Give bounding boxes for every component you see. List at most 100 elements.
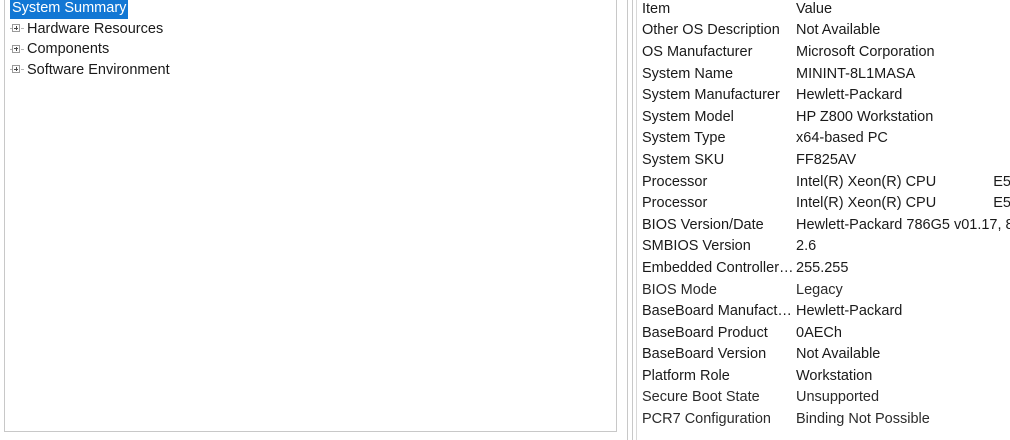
- cell-value-main: Not Available: [796, 346, 881, 363]
- cell-value: Not Available: [795, 22, 1010, 38]
- table-row[interactable]: System Name MININT-8L1MASA: [637, 63, 1010, 85]
- cell-value: 0AECh: [795, 325, 1010, 341]
- cell-value: Legacy: [795, 282, 1010, 298]
- table-row[interactable]: Embedded Controller V...255.255: [637, 257, 1010, 279]
- cell-item: Embedded Controller V...: [642, 259, 795, 276]
- cell-item: System SKU: [642, 151, 725, 168]
- cell-item: OS Manufacturer: [642, 43, 753, 60]
- cell-item: System Manufacturer: [642, 87, 780, 104]
- cell-item: BaseBoard Version: [642, 346, 767, 363]
- table-row[interactable]: SMBIOS Version 2.6: [637, 236, 1010, 258]
- cell-value: 255.255: [795, 260, 1010, 276]
- tree-item-label: Components: [27, 41, 110, 57]
- cell-value: Hewlett-Packard: [795, 87, 1010, 103]
- table-row[interactable]: BIOS Version/Date Hewlett-Packard 786G5 v…: [637, 214, 1010, 236]
- expand-plus-icon[interactable]: [10, 60, 27, 81]
- tree-item-label: Hardware Resources: [27, 20, 164, 37]
- cell-item: BIOS Version/Date: [642, 216, 764, 233]
- table-row[interactable]: Platform Role Workstation: [637, 365, 1010, 387]
- cell-value-tail: E5506: [993, 173, 1010, 190]
- cell-value-main: Intel(R) Xeon(R) CPU: [796, 195, 937, 212]
- cell-value-main: Workstation: [796, 367, 873, 384]
- tree-item-software-environment[interactable]: Software Environment: [5, 60, 616, 81]
- table-header-row: Item Value: [637, 0, 1010, 20]
- cell-value-main: HP Z800 Workstation: [796, 108, 934, 125]
- cell-value-main: 2.6: [796, 238, 817, 255]
- cell-item: System Name: [642, 65, 734, 82]
- cell-item: BaseBoard Product: [642, 324, 768, 341]
- pane-divider-left: [627, 0, 628, 440]
- cell-value: Hewlett-Packard 786G5 v01.17, 8/: [795, 217, 1010, 233]
- cell-value-main: 0AECh: [796, 324, 842, 341]
- cell-value-tail: E5506: [993, 195, 1010, 212]
- tree-item-system-summary[interactable]: System Summary: [5, 0, 616, 19]
- cell-value: x64-based PC: [795, 130, 1010, 146]
- cell-value-main: MININT-8L1MASA: [796, 65, 916, 82]
- cell-value: MININT-8L1MASA: [795, 66, 1010, 82]
- pane-divider-right: [636, 0, 637, 440]
- tree-item-label: System Summary: [10, 0, 129, 19]
- cell-value: Not Available: [795, 346, 1010, 362]
- table-row[interactable]: Other OS Description Not Available: [637, 20, 1010, 42]
- cell-value-main: Intel(R) Xeon(R) CPU: [796, 173, 937, 190]
- cell-value-main: Unsupported: [796, 389, 880, 406]
- cell-item: SMBIOS Version: [642, 238, 751, 255]
- cell-value-main: Microsoft Corporation: [796, 43, 935, 60]
- tree-item-components[interactable]: Components: [5, 39, 616, 60]
- cell-item: PCR7 Configuration: [642, 411, 771, 428]
- table-row[interactable]: OS Manufacturer Microsoft Corporation: [637, 41, 1010, 63]
- table-row[interactable]: System SKU FF825AV: [637, 149, 1010, 171]
- cell-item: Platform Role: [642, 367, 730, 384]
- table-row[interactable]: Processor Intel(R) Xeon(R) CPU E5506: [637, 192, 1010, 214]
- cell-value-main: 255.255: [796, 259, 849, 276]
- table-row[interactable]: BIOS Mode Legacy: [637, 279, 1010, 301]
- cell-item: Processor: [642, 195, 708, 212]
- cell-value-main: Legacy: [796, 281, 843, 298]
- cell-value-main: Hewlett-Packard 786G5 v01.17, 8/: [796, 216, 1010, 233]
- column-header-item[interactable]: Item: [642, 0, 671, 17]
- expand-plus-icon[interactable]: [10, 19, 27, 40]
- table-row[interactable]: BaseBoard Product 0AECh: [637, 322, 1010, 344]
- table-row[interactable]: System Type x64-based PC: [637, 128, 1010, 150]
- cell-value-main: x64-based PC: [796, 130, 888, 147]
- cell-value: Intel(R) Xeon(R) CPU E5506: [795, 195, 1010, 211]
- cell-value: HP Z800 Workstation: [795, 109, 1010, 125]
- cell-item: Other OS Description: [642, 22, 780, 39]
- cell-value: Intel(R) Xeon(R) CPU E5506: [795, 174, 1010, 190]
- expand-plus-icon[interactable]: [10, 39, 27, 60]
- cell-value: Binding Not Possible: [795, 411, 1010, 427]
- cell-value: Workstation: [795, 368, 1010, 384]
- cell-value: 2.6: [795, 238, 1010, 254]
- cell-value-main: Hewlett-Packard: [796, 87, 903, 104]
- cell-value: Hewlett-Packard: [795, 303, 1010, 319]
- column-header-value[interactable]: Value: [796, 0, 833, 17]
- cell-value: Microsoft Corporation: [795, 44, 1010, 60]
- cell-value-main: Binding Not Possible: [796, 411, 930, 428]
- table-row[interactable]: Processor Intel(R) Xeon(R) CPU E5506: [637, 171, 1010, 193]
- tree-item-hardware-resources[interactable]: Hardware Resources: [5, 19, 616, 40]
- table-row[interactable]: BaseBoard Version Not Available: [637, 344, 1010, 366]
- cell-item: BIOS Mode: [642, 281, 717, 298]
- cell-item: Secure Boot State: [642, 389, 760, 406]
- cell-item: System Model: [642, 108, 734, 125]
- tree-item-label: Software Environment: [27, 61, 170, 78]
- cell-item: System Type: [642, 130, 726, 147]
- cell-item: BaseBoard Manufacturer: [642, 303, 795, 320]
- pane-divider-middle: [632, 0, 633, 440]
- cell-value-main: Hewlett-Packard: [796, 303, 903, 320]
- cell-value: FF825AV: [795, 152, 1010, 168]
- cell-item: Processor: [642, 173, 708, 190]
- table-row[interactable]: System Model HP Z800 Workstation: [637, 106, 1010, 128]
- cell-value-main: FF825AV: [796, 151, 857, 168]
- cell-value-main: Not Available: [796, 22, 881, 39]
- table-row[interactable]: System Manufacturer Hewlett-Packard: [637, 84, 1010, 106]
- table-row[interactable]: Secure Boot State Unsupported: [637, 387, 1010, 409]
- cell-value: Unsupported: [795, 389, 1010, 405]
- table-row[interactable]: PCR7 Configuration Binding Not Possible: [637, 408, 1010, 430]
